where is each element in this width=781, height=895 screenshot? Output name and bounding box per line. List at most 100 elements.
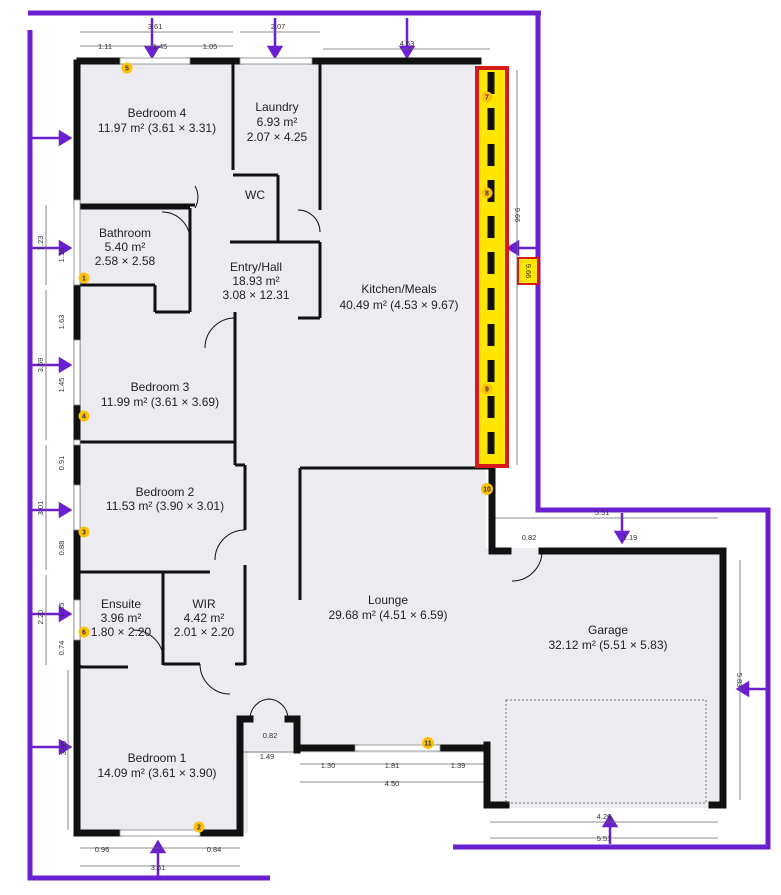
svg-text:5: 5 xyxy=(125,66,129,73)
marker-3[interactable]: 3 xyxy=(78,526,90,538)
dimension-labels: 3.61 1.11 1.45 1.05 2.07 4.53 9.66 1.23 … xyxy=(36,22,744,872)
room-labels: Bedroom 4 11.97 m² (3.61 × 3.31) Laundry… xyxy=(91,100,668,780)
dim-garage-top: 5.51 xyxy=(595,508,610,517)
dim-laundry-top: 2.07 xyxy=(271,22,286,31)
interior-walls xyxy=(78,63,490,669)
dim-bed1-side: 3.90 xyxy=(59,741,68,756)
room-laundry-area: 6.93 m² xyxy=(257,115,298,129)
dim-ensuite-c: 0.74 xyxy=(57,641,66,656)
dim-top-total: 3.61 xyxy=(148,22,163,31)
window-markers: 1 2 3 4 5 6 7 8 9 10 11 xyxy=(78,62,493,833)
dim-ensuite-a: 2.20 xyxy=(36,610,45,625)
room-laundry-size: 2.07 × 4.25 xyxy=(247,130,308,144)
dim-lounge-c: 1.39 xyxy=(451,761,466,770)
room-wir-name: WIR xyxy=(192,597,216,611)
room-lounge-name: Lounge xyxy=(368,593,408,607)
dim-garage-bottom: 4.26 xyxy=(597,812,612,821)
dim-bed3-total: 3.69 xyxy=(36,358,45,373)
room-bedroom1-area: 14.09 m² (3.61 × 3.90) xyxy=(97,766,216,780)
room-bedroom4-area: 11.97 m² (3.61 × 3.31) xyxy=(98,121,216,135)
room-entry-size: 3.08 × 12.31 xyxy=(222,288,289,302)
svg-text:9: 9 xyxy=(485,387,489,394)
marker-1[interactable]: 1 xyxy=(78,272,90,284)
dim-bed2-a: 0.91 xyxy=(57,456,66,471)
dim-garage-side: 5.83 xyxy=(735,673,744,688)
room-ensuite-area: 3.96 m² xyxy=(101,611,142,625)
dimension-lines xyxy=(45,31,741,867)
room-bedroom3-name: Bedroom 3 xyxy=(131,380,190,394)
dim-lounge-total: 4.50 xyxy=(385,779,400,788)
dim-bed1-total: 3.61 xyxy=(151,863,166,872)
marker-2[interactable]: 2 xyxy=(193,821,205,833)
dim-bath-side-b: 1.18 xyxy=(57,248,66,263)
dim-bed2-b: 0.88 xyxy=(57,541,66,556)
dim-garage-bottom-total: 5.51 xyxy=(597,834,612,843)
dim-bed1-b: 0.84 xyxy=(207,845,222,854)
svg-text:3: 3 xyxy=(82,530,86,537)
dim-garage-door-b: 1.19 xyxy=(623,533,638,542)
room-entry-area: 18.93 m² xyxy=(232,274,279,288)
marker-6[interactable]: 6 xyxy=(78,626,90,638)
room-ensuite-size: 1.80 × 2.20 xyxy=(91,625,152,639)
highlight-label: 9.66 xyxy=(524,264,533,279)
dim-ensuite-b: 1.35 xyxy=(57,603,66,618)
dim-top-mid: 1.45 xyxy=(153,42,168,51)
floor-area xyxy=(80,63,726,833)
dim-garage-door-a: 0.82 xyxy=(522,533,537,542)
marker-8[interactable]: 8 xyxy=(481,187,493,199)
svg-text:8: 8 xyxy=(485,191,489,198)
marker-4[interactable]: 4 xyxy=(78,410,90,422)
dim-kitchen-side: 9.66 xyxy=(513,208,522,223)
room-bedroom4-name: Bedroom 4 xyxy=(128,106,187,120)
room-bedroom2-name: Bedroom 2 xyxy=(136,485,195,499)
dim-top-right: 1.05 xyxy=(203,42,218,51)
room-bedroom3-area: 11.99 m² (3.61 × 3.69) xyxy=(101,395,219,409)
dim-bed3-a: 1.63 xyxy=(57,315,66,330)
marker-7[interactable]: 7 xyxy=(481,91,493,103)
room-bedroom1-name: Bedroom 1 xyxy=(128,751,187,765)
marker-9[interactable]: 9 xyxy=(481,383,493,395)
room-kitchen-name: Kitchen/Meals xyxy=(361,282,436,296)
room-bathroom-size: 2.58 × 2.58 xyxy=(95,254,156,268)
marker-11[interactable]: 11 xyxy=(422,737,434,749)
room-garage-area: 32.12 m² (5.51 × 5.83) xyxy=(548,638,667,652)
svg-text:10: 10 xyxy=(483,487,491,494)
windows xyxy=(73,57,441,837)
svg-text:11: 11 xyxy=(424,741,432,748)
dim-kitchen-top: 4.53 xyxy=(400,39,415,48)
room-wc-name: WC xyxy=(245,188,265,202)
marker-10[interactable]: 10 xyxy=(481,483,493,495)
svg-text:2: 2 xyxy=(197,825,201,832)
room-entry-name: Entry/Hall xyxy=(230,260,282,274)
marker-5[interactable]: 5 xyxy=(121,62,133,74)
dim-bed2-total: 3.01 xyxy=(36,501,45,516)
room-bathroom-name: Bathroom xyxy=(99,226,151,240)
room-bathroom-area: 5.40 m² xyxy=(105,240,146,254)
site-boundary xyxy=(27,10,771,881)
room-lounge-area: 29.68 m² (4.51 × 6.59) xyxy=(328,608,447,622)
room-bedroom2-area: 11.53 m² (3.90 × 3.01) xyxy=(106,499,224,513)
dim-entry-width: 1.49 xyxy=(260,752,275,761)
svg-text:7: 7 xyxy=(485,95,489,102)
dim-bed3-b: 1.45 xyxy=(57,378,66,393)
room-laundry-name: Laundry xyxy=(255,100,298,114)
room-garage-name: Garage xyxy=(588,623,628,637)
room-kitchen-area: 40.49 m² (4.53 × 9.67) xyxy=(339,298,458,312)
room-ensuite-name: Ensuite xyxy=(101,597,141,611)
garage-door xyxy=(505,699,707,804)
dim-bed1-a: 0.96 xyxy=(95,845,110,854)
door-swings xyxy=(132,185,543,720)
boundary-arrows xyxy=(32,18,766,876)
svg-text:1: 1 xyxy=(82,276,86,283)
dim-entry-door: 0.82 xyxy=(263,731,278,740)
dim-top-left: 1.11 xyxy=(98,42,112,51)
room-wir-area: 4.42 m² xyxy=(184,611,225,625)
svg-text:6: 6 xyxy=(82,630,86,637)
svg-text:4: 4 xyxy=(82,414,86,421)
dim-bath-side: 1.23 xyxy=(36,236,45,251)
dim-lounge-a: 1.30 xyxy=(321,761,336,770)
dim-lounge-b: 1.81 xyxy=(385,761,400,770)
room-wir-size: 2.01 × 2.20 xyxy=(174,625,235,639)
highlighted-wall[interactable]: 9.66 xyxy=(475,66,539,468)
